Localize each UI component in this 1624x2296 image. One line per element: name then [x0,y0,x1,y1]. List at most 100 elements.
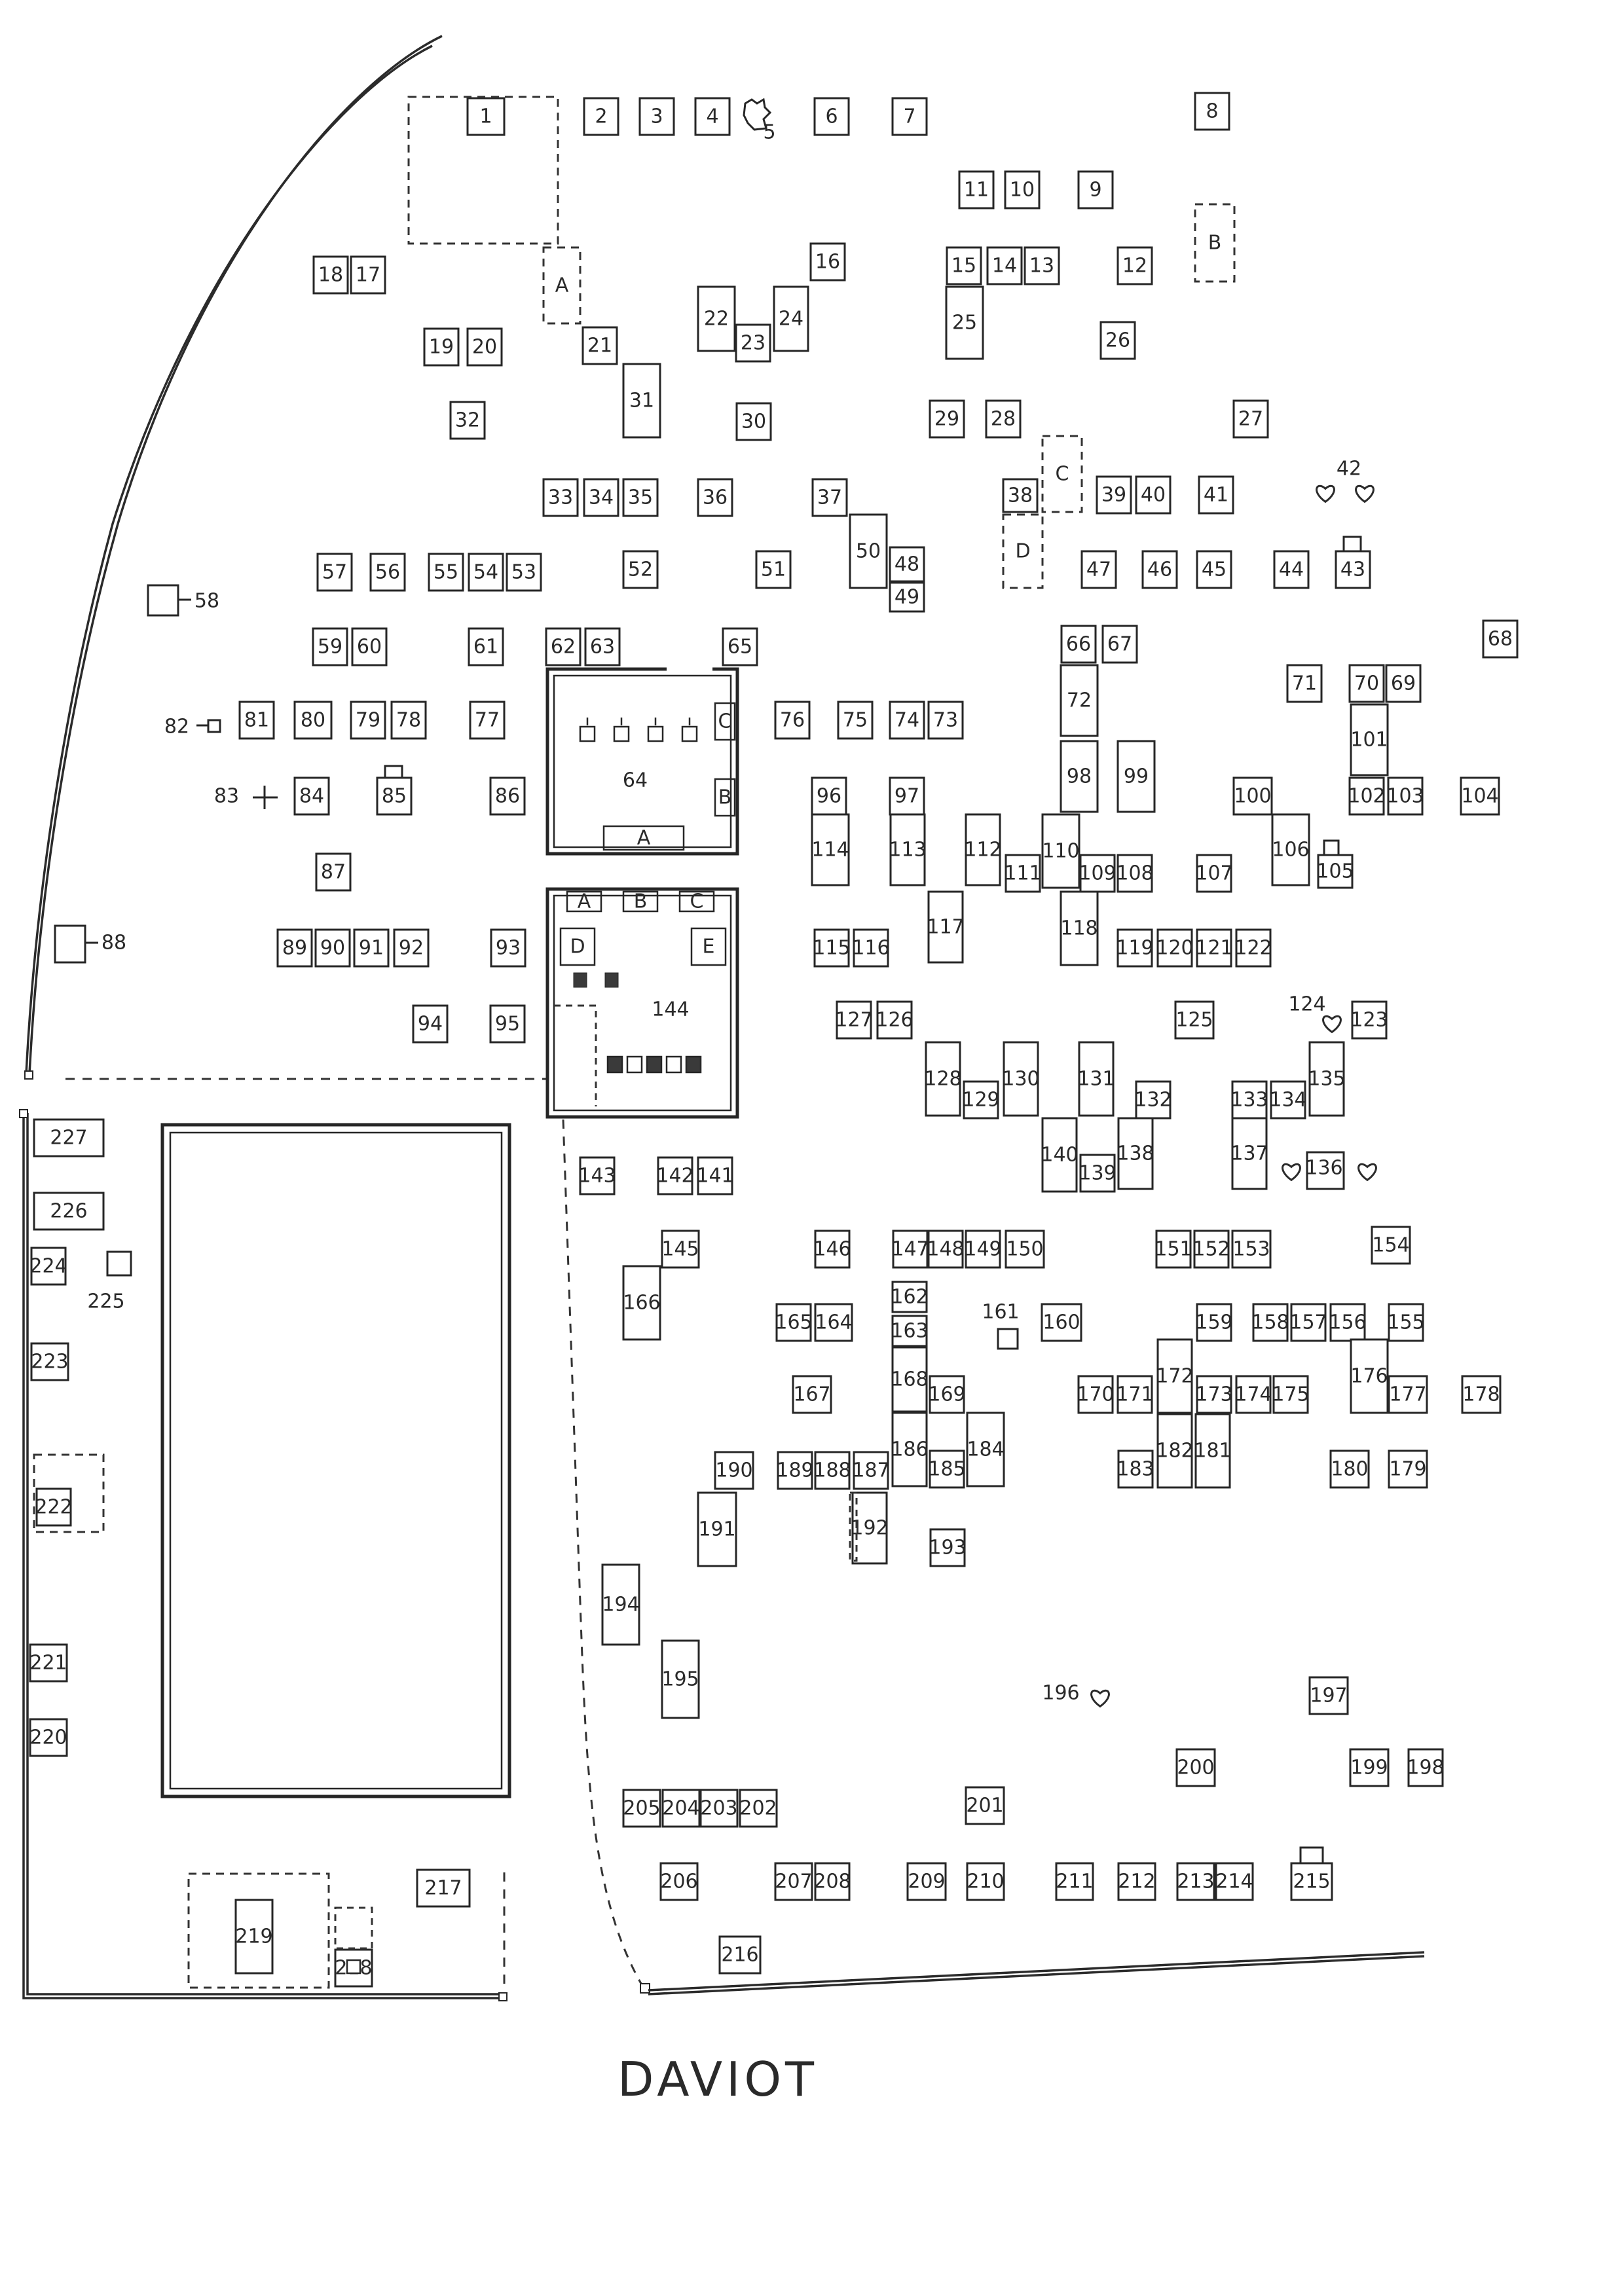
plot-135[interactable]: 135 [1308,1041,1346,1117]
marker-82[interactable]: 82 [164,716,221,738]
plot-130[interactable]: 130 [1002,1041,1040,1117]
plot-10[interactable]: 10 [1004,170,1041,210]
plot-61[interactable]: 61 [468,627,504,666]
plot-23[interactable]: 23 [735,323,771,363]
plot-178[interactable]: 178 [1461,1375,1502,1414]
plot-94[interactable]: 94 [412,1004,449,1044]
plot-131[interactable]: 131 [1077,1041,1115,1117]
plot-141[interactable]: 141 [696,1156,734,1195]
plot-206[interactable]: 206 [659,1862,699,1901]
plot-49[interactable]: 49 [889,581,925,613]
plot-15[interactable]: 15 [946,246,982,285]
plot-119[interactable]: 119 [1116,928,1154,968]
plot-188[interactable]: 188 [813,1451,851,1490]
plot-172[interactable]: 172 [1156,1338,1194,1414]
plot-194[interactable]: 194 [601,1563,640,1646]
plot-78[interactable]: 78 [390,701,427,740]
marker-88[interactable]: 88 [54,924,126,964]
plot-104[interactable]: 104 [1460,776,1500,816]
plot-166[interactable]: 166 [622,1265,661,1341]
plot-116[interactable]: 116 [852,928,890,968]
plot-75[interactable]: 75 [837,701,874,740]
plot-191[interactable]: 191 [697,1491,737,1567]
plot-2[interactable]: 2 [583,97,619,136]
plot-199[interactable]: 199 [1349,1748,1390,1787]
plot-118[interactable]: 118 [1060,890,1099,966]
plot-208[interactable]: 208 [813,1862,851,1901]
plot-197[interactable]: 197 [1308,1676,1349,1715]
plot-125[interactable]: 125 [1174,1000,1215,1040]
plot-55[interactable]: 55 [428,553,464,592]
plot-1[interactable]: 1 [466,97,506,136]
plot-193[interactable]: 193 [929,1528,967,1567]
marker-58[interactable]: 58 [147,584,219,617]
plot-59[interactable]: 59 [312,627,348,666]
plot-114[interactable]: 114 [811,813,850,886]
plot-56[interactable]: 56 [369,553,406,592]
plot-57[interactable]: 57 [316,553,353,592]
plot-223[interactable]: 223 [30,1342,69,1381]
plot-211[interactable]: 211 [1055,1862,1094,1901]
plot-156[interactable]: 156 [1329,1303,1367,1342]
plot-168[interactable]: 168 [891,1346,929,1413]
plot-200[interactable]: 200 [1175,1748,1216,1787]
heart-196[interactable]: 196 [1042,1682,1110,1708]
plot-173[interactable]: 173 [1195,1375,1233,1414]
plot-17[interactable]: 17 [350,255,386,295]
plot-4[interactable]: 4 [694,97,731,136]
plot-127[interactable]: 127 [835,1000,873,1040]
plot-220[interactable]: 220 [29,1718,68,1757]
marker-83[interactable]: 83 [214,785,278,810]
plot-181[interactable]: 181 [1194,1413,1232,1489]
marker-161[interactable]: 161 [982,1301,1020,1350]
plot-101[interactable]: 101 [1350,703,1389,776]
plot-157[interactable]: 157 [1289,1303,1327,1342]
plot-72[interactable]: 72 [1060,664,1099,737]
plot-152[interactable]: 152 [1192,1230,1230,1269]
plot-151[interactable]: 151 [1154,1230,1192,1269]
plot-52[interactable]: 52 [622,550,659,589]
plot-14[interactable]: 14 [986,246,1023,285]
plot-112[interactable]: 112 [964,813,1002,886]
plot-26[interactable]: 26 [1099,321,1136,360]
plot-8[interactable]: 8 [1194,92,1230,131]
plot-174[interactable]: 174 [1234,1375,1272,1414]
plot-187[interactable]: 187 [852,1451,890,1490]
plot-9[interactable]: 9 [1077,170,1114,210]
plot-143[interactable]: 143 [578,1156,616,1195]
plot-185[interactable]: 185 [928,1449,966,1489]
plot-148[interactable]: 148 [927,1230,965,1269]
plot-140[interactable]: 140 [1041,1117,1079,1193]
plot-47[interactable]: 47 [1080,550,1117,589]
plot-32[interactable]: 32 [449,401,486,440]
plot-24[interactable]: 24 [773,285,809,352]
plot-133[interactable]: 133 [1230,1080,1268,1120]
plot-98[interactable]: 98 [1060,740,1099,813]
plot-62[interactable]: 62 [545,627,581,666]
plot-139[interactable]: 139 [1079,1154,1116,1193]
plot-43[interactable]: 43 [1335,550,1371,589]
plot-90[interactable]: 90 [314,928,351,968]
plot-195[interactable]: 195 [661,1639,700,1719]
plot-36[interactable]: 36 [697,478,733,517]
plot-205[interactable]: 205 [622,1789,661,1828]
plot-149[interactable]: 149 [964,1230,1002,1269]
zone-A[interactable]: A [542,246,581,325]
plot-69[interactable]: 69 [1385,664,1422,703]
plot-68[interactable]: 68 [1482,619,1519,659]
plot-74[interactable]: 74 [889,701,925,740]
plot-210[interactable]: 210 [966,1862,1005,1901]
plot-126[interactable]: 126 [876,1000,913,1040]
plot-202[interactable]: 202 [739,1789,778,1828]
plot-219[interactable]: 219 [234,1899,274,1975]
plot-103[interactable]: 103 [1386,776,1424,816]
plot-204[interactable]: 204 [661,1789,701,1828]
plot-163[interactable]: 163 [891,1315,929,1347]
plot-19[interactable]: 19 [423,327,460,367]
plot-38[interactable]: 38 [1002,478,1039,513]
plot-115[interactable]: 115 [813,928,851,968]
plot-76[interactable]: 76 [774,701,811,740]
plot-145[interactable]: 145 [661,1230,700,1269]
plot-155[interactable]: 155 [1387,1303,1425,1342]
